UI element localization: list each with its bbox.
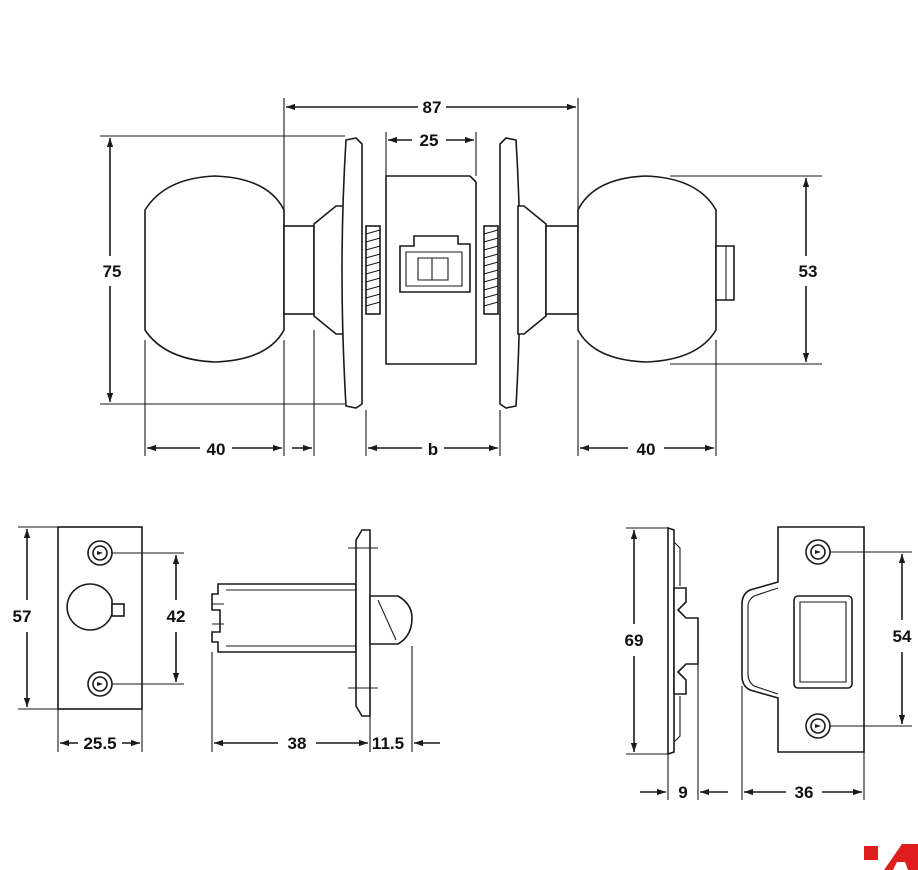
- strike-screw-hole-top: [805, 539, 831, 565]
- left-rose: [313, 205, 345, 335]
- strike-plate-profile: [667, 526, 675, 756]
- brand-logo: [864, 844, 918, 870]
- right-knob-shank: [545, 225, 579, 315]
- dimension-door-thickness: b: [428, 440, 438, 459]
- dimension-strike-depth: 9: [678, 783, 687, 802]
- strike-plate-view: 54 36: [741, 526, 912, 802]
- strike-side-view: 69 9: [625, 526, 728, 802]
- dimension-faceplate-height: 57: [13, 607, 32, 626]
- dimension-spindle-width: 25: [420, 131, 439, 150]
- right-rose-plate: [499, 137, 521, 409]
- left-thread-sleeve: [365, 225, 381, 315]
- dimension-faceplate-width: 25.5: [83, 734, 116, 753]
- dimension-strike-height: 69: [625, 631, 644, 650]
- faceplate-view: 57 42 25.5: [13, 526, 186, 753]
- dimension-latch-backset: 38: [288, 734, 307, 753]
- dimension-rose-height: 53: [799, 262, 818, 281]
- left-knob: [144, 175, 285, 363]
- latch-side-view: 38 11.5: [211, 529, 440, 753]
- dimension-left-knob-length: 40: [207, 440, 226, 459]
- strike-box-profile: [673, 587, 699, 695]
- right-knob: [577, 175, 717, 363]
- latch-bolt-tongue: [369, 595, 413, 645]
- strike-opening: [793, 595, 853, 689]
- dimension-right-knob-length: 40: [637, 440, 656, 459]
- latch-housing: [211, 583, 357, 653]
- dimension-strike-hole-spacing: 54: [893, 627, 912, 646]
- left-knob-shank: [283, 225, 315, 315]
- dimension-overall-width: 87: [423, 98, 442, 117]
- dimension-faceplate-hole-spacing: 42: [167, 607, 186, 626]
- knob-lockset-view: 87 25 75 53 40 b: [100, 98, 822, 459]
- dimension-latch-projection: 11.5: [372, 734, 404, 753]
- right-thread-sleeve: [483, 225, 499, 315]
- push-button: [715, 245, 735, 301]
- right-rose: [517, 205, 547, 335]
- left-rose-plate: [341, 137, 363, 409]
- dimension-strike-width: 36: [795, 783, 814, 802]
- dimension-knob-height: 75: [103, 262, 122, 281]
- faceplate-latch-bolt: [66, 583, 113, 631]
